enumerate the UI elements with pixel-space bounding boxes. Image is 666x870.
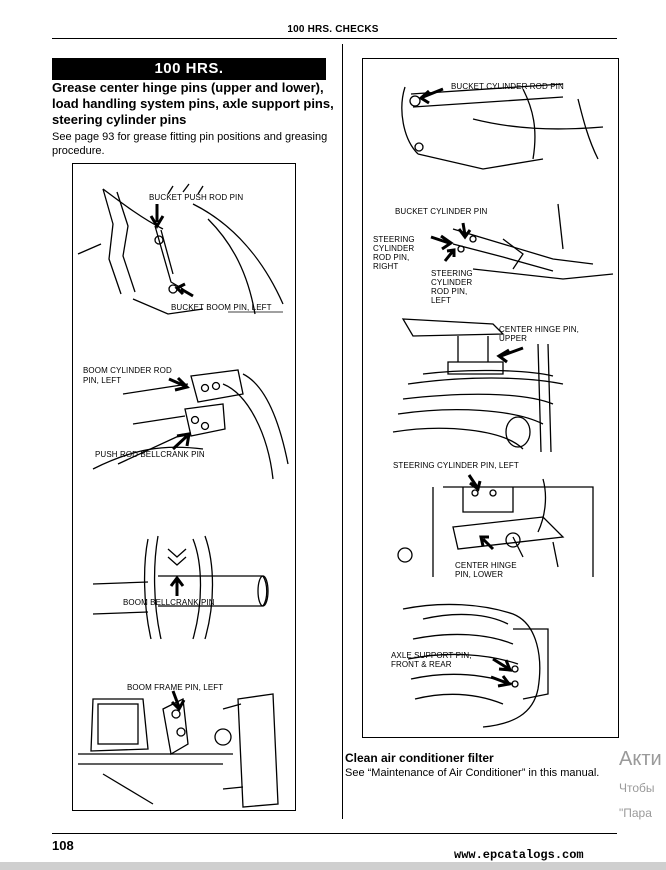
air-filter-body: See “Maintenance of Air Conditioner” in … — [345, 767, 600, 779]
figure-boom-cylinder-pins: BOOM CYLINDER ROD PIN, LEFT PUSH ROD BEL… — [73, 354, 295, 484]
boom-frame-drawing — [78, 690, 279, 808]
label-center-hinge-pin-lower-1: CENTER HINGE — [455, 561, 517, 570]
boom-cylinder-drawing — [92, 369, 289, 480]
label-steering-cyl-rod-pin-left-4: LEFT — [431, 296, 451, 305]
figure-steering-rod-pins: BUCKET CYLINDER PIN STEERING CYLINDER RO… — [363, 199, 618, 309]
label-steering-cyl-rod-pin-right-4: RIGHT — [373, 262, 399, 271]
center-hinge-upper-drawing — [392, 318, 564, 453]
section-body: See page 93 for grease fitting pin posit… — [52, 131, 328, 157]
figure-center-hinge-upper: CENTER HINGE PIN, UPPER — [363, 314, 618, 454]
axle-support-drawing — [402, 603, 549, 728]
page-header-title: 100 HRS. CHECKS — [287, 24, 379, 35]
label-boom-cylinder-rod-pin-line2: PIN, LEFT — [83, 376, 122, 385]
section-banner: 100 HRS. — [52, 58, 326, 80]
label-steering-cyl-rod-pin-left-2: CYLINDER — [431, 278, 473, 287]
figure-boom-frame: BOOM FRAME PIN, LEFT — [73, 669, 295, 809]
right-figure-panel: BUCKET CYLINDER ROD PIN BUCKET CYLINDER … — [362, 58, 619, 738]
figure-bucket-pins: BUCKET PUSH ROD PIN BUCKET BOOM PIN, LEF… — [73, 164, 295, 324]
label-axle-support-pin-2: FRONT & REAR — [391, 660, 452, 669]
bucket-pins-drawing — [77, 183, 284, 315]
label-steering-cyl-rod-pin-right-2: CYLINDER — [373, 244, 415, 253]
label-boom-frame-pin-left: BOOM FRAME PIN, LEFT — [127, 683, 224, 692]
label-center-hinge-pin-upper-1: CENTER HINGE PIN, — [499, 325, 579, 334]
activation-overlay-title: Акти — [619, 748, 662, 770]
bucket-cylinder-rod-drawing — [401, 83, 604, 170]
activation-overlay-line2: Чтобы — [619, 781, 655, 795]
label-steering-cyl-rod-pin-left-1: STEERING — [431, 269, 473, 278]
label-boom-cylinder-rod-pin-line1: BOOM CYLINDER ROD — [83, 366, 172, 375]
watermark-url: www.epcatalogs.com — [454, 848, 584, 862]
footer-rule — [52, 833, 617, 834]
boom-bellcrank-drawing — [92, 535, 269, 640]
figure-axle-support: AXLE SUPPORT PIN, FRONT & REAR — [363, 599, 618, 729]
label-bucket-cylinder-pin: BUCKET CYLINDER PIN — [395, 207, 488, 216]
label-bucket-push-rod-pin: BUCKET PUSH ROD PIN — [149, 193, 244, 202]
figure-bucket-cylinder-rod: BUCKET CYLINDER ROD PIN — [363, 59, 618, 179]
label-axle-support-pin-1: AXLE SUPPORT PIN, — [391, 651, 472, 660]
column-divider — [342, 44, 343, 819]
label-steering-cyl-rod-pin-left-3: ROD PIN, — [431, 287, 468, 296]
label-steering-cyl-rod-pin-right-3: ROD PIN, — [373, 253, 410, 262]
header-rule — [52, 38, 617, 39]
label-push-rod-bellcrank-pin: PUSH ROD BELLCRANK PIN — [95, 450, 205, 459]
air-filter-heading: Clean air conditioner filter — [345, 751, 494, 765]
bottom-scroll-bar[interactable] — [0, 862, 666, 870]
left-figure-panel: BUCKET PUSH ROD PIN BUCKET BOOM PIN, LEF… — [72, 163, 296, 811]
label-bucket-boom-pin-left: BUCKET BOOM PIN, LEFT — [171, 303, 272, 312]
activation-overlay-line3: "Пара — [619, 806, 652, 820]
figure-boom-bellcrank: BOOM BELLCRANK PIN — [73, 524, 295, 644]
label-center-hinge-pin-lower-2: PIN, LOWER — [455, 570, 504, 579]
figure-center-hinge-lower: STEERING CYLINDER PIN, LEFT CENTER HINGE… — [363, 457, 618, 587]
label-steering-cylinder-pin-left: STEERING CYLINDER PIN, LEFT — [393, 461, 519, 470]
label-bucket-cylinder-rod-pin: BUCKET CYLINDER ROD PIN — [451, 82, 564, 91]
page-number: 108 — [52, 838, 74, 853]
label-steering-cyl-rod-pin-right-1: STEERING — [373, 235, 415, 244]
section-heading: Grease center hinge pins (upper and lowe… — [52, 80, 334, 127]
center-hinge-lower-drawing — [397, 474, 594, 577]
label-boom-bellcrank-pin: BOOM BELLCRANK PIN — [123, 598, 215, 607]
label-center-hinge-pin-upper-2: UPPER — [499, 334, 528, 343]
steering-rod-drawing — [430, 203, 614, 280]
